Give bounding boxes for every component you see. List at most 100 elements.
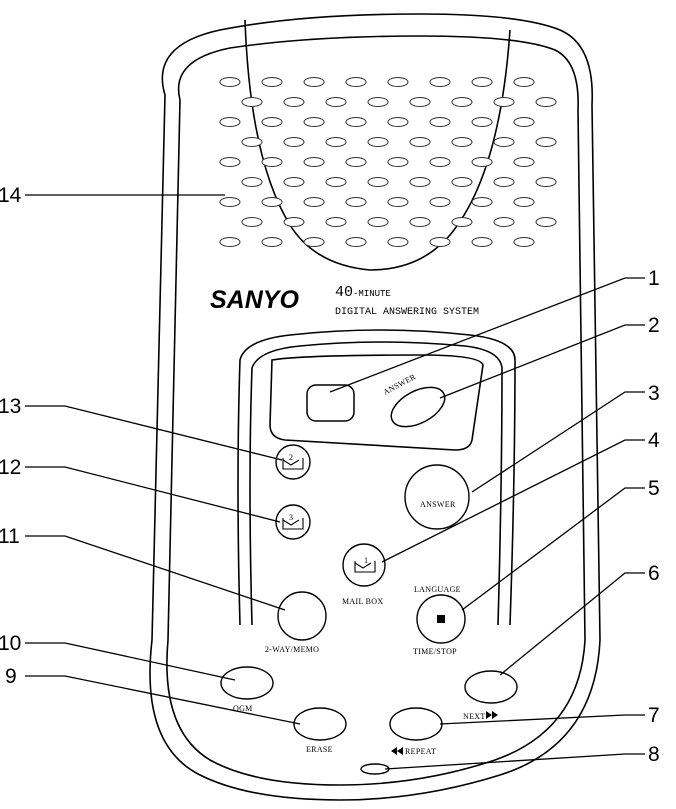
grille-hole [429, 117, 451, 127]
callout-5: 5 [648, 477, 660, 500]
ogm-button[interactable] [220, 666, 274, 700]
mailbox-2-button[interactable] [275, 444, 311, 480]
grille-hole [241, 137, 263, 147]
leader-10 [25, 642, 236, 681]
microphone-hole [360, 763, 390, 775]
grille-hole [219, 237, 241, 247]
grille-hole [367, 137, 389, 147]
grille-hole [345, 197, 367, 207]
envelope-icon [354, 561, 376, 573]
grille-hole [409, 217, 431, 227]
grille-hole [241, 217, 263, 227]
grille-hole [261, 117, 283, 127]
callout-1: 1 [648, 267, 660, 290]
stop-square-icon [437, 615, 445, 623]
grille-hole [387, 117, 409, 127]
leader-1 [329, 277, 645, 393]
leader-4 [381, 439, 645, 563]
grille-hole [345, 117, 367, 127]
grille-hole [283, 97, 305, 107]
grille-hole [429, 197, 451, 207]
callout-13: 13 [0, 395, 21, 418]
grille-hole [409, 177, 431, 187]
grille-hole [513, 157, 535, 167]
product-minutes: 40 [335, 284, 353, 301]
grille-hole [387, 157, 409, 167]
callout-4: 4 [648, 429, 660, 452]
mailbox-3-button[interactable] [275, 504, 311, 540]
callout-6: 6 [648, 562, 660, 585]
grille-hole [303, 197, 325, 207]
grille-hole [535, 217, 557, 227]
grille-hole [325, 177, 347, 187]
grille-hole [535, 177, 557, 187]
grille-hole [367, 177, 389, 187]
leader-8 [384, 753, 645, 770]
grille-hole [451, 177, 473, 187]
leader-11 [25, 535, 286, 611]
housing-outer [149, 13, 601, 801]
grille-hole [513, 117, 535, 127]
grille-hole [409, 137, 431, 147]
grille-hole [241, 97, 263, 107]
grille-hole [513, 77, 535, 87]
grille-hole [219, 77, 241, 87]
time-stop-label: TIME/STOP [413, 647, 457, 656]
two-way-memo-button[interactable] [277, 591, 327, 641]
rewind-icon [391, 747, 403, 755]
grille-hole [387, 237, 409, 247]
grille-hole [535, 97, 557, 107]
product-subtitle: DIGITAL ANSWERING SYSTEM [335, 307, 479, 318]
callout-14: 14 [0, 184, 22, 207]
grille-hole [345, 77, 367, 87]
grille-hole [471, 117, 493, 127]
erase-button[interactable] [293, 707, 347, 741]
grille-hole [471, 77, 493, 87]
grille-hole [387, 77, 409, 87]
brand-logo: SANYO [210, 286, 299, 314]
mailbox-1-button[interactable] [342, 543, 386, 587]
handset-outline [244, 19, 511, 271]
leader-3 [471, 391, 645, 493]
callout-11: 11 [0, 525, 20, 548]
callout-8: 8 [648, 743, 660, 766]
grille-hole [513, 237, 535, 247]
display-window [269, 354, 484, 451]
grille-hole [325, 97, 347, 107]
grille-hole [513, 197, 535, 207]
leader-12 [25, 466, 281, 523]
grille-hole [493, 177, 515, 187]
repeat-button[interactable] [389, 707, 443, 741]
grille-hole [241, 177, 263, 187]
callout-3: 3 [648, 382, 660, 405]
fast-forward-icon [486, 711, 498, 719]
repeat-label: REPEAT [405, 747, 436, 756]
grille-hole [283, 177, 305, 187]
leader-5 [461, 487, 645, 611]
grille-hole [451, 217, 473, 227]
leader-6 [499, 572, 645, 676]
grille-hole [261, 197, 283, 207]
grille-hole [219, 157, 241, 167]
mailbox-2-digit: 2 [289, 453, 293, 462]
next-button[interactable] [464, 670, 518, 704]
control-panel-inner [249, 341, 503, 626]
grille-hole [345, 157, 367, 167]
housing-inner [166, 35, 586, 786]
grille-hole [261, 157, 283, 167]
grille-hole [493, 217, 515, 227]
grille-hole [283, 217, 305, 227]
grille-hole [429, 77, 451, 87]
answer-button[interactable] [404, 464, 470, 530]
grille-hole [367, 97, 389, 107]
grille-hole [471, 197, 493, 207]
grille-hole [283, 137, 305, 147]
grille-hole [345, 237, 367, 247]
grille-hole [367, 217, 389, 227]
speaker-grille [219, 77, 557, 247]
mailbox-1-digit: 1 [364, 556, 368, 565]
grille-hole [535, 137, 557, 147]
callout-12: 12 [0, 456, 21, 479]
grille-hole [493, 97, 515, 107]
